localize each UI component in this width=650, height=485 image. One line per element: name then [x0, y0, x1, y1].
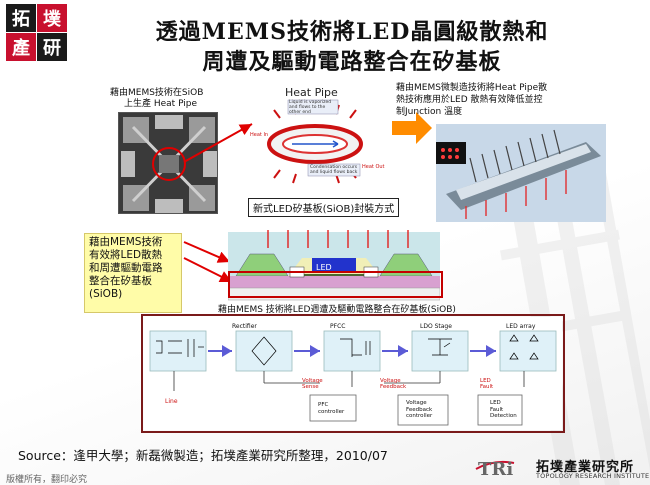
voltage-sense-line: Voltage	[302, 378, 323, 384]
chip-caption-line-1: 藉由MEMS技術在SiOB	[110, 88, 204, 98]
led-fault-detection-line: Detection	[490, 413, 517, 419]
voltage-feedback-controller-line: Voltage	[406, 400, 427, 406]
led-fault-detection-label: LED Fault Detection	[490, 400, 517, 420]
right-caption-line-3: 制Junction 溫度	[396, 107, 463, 117]
chip-micrograph	[118, 112, 218, 214]
led-fault-label: LED Fault	[480, 378, 493, 390]
page-title-line-1: 透過MEMS技術將LED晶圓級散熱和	[155, 19, 549, 45]
heat-in-label: Heat In	[250, 132, 269, 138]
pfc-controller-label: PFC controller	[318, 402, 344, 415]
driver-circuit-diagram	[144, 317, 562, 430]
led-fault-line: Fault	[480, 384, 494, 390]
stage-pfcc: PFCC	[330, 323, 346, 330]
heat-pipe-note-top: Liquid is vaporized and flows to the oth…	[289, 100, 331, 115]
integration-note-line: 藉由MEMS技術	[89, 236, 163, 248]
substrate-highlight	[228, 271, 443, 298]
line-label: Line	[165, 398, 178, 405]
page-title-line-2: 周遭及驅動電路整合在矽基板	[202, 49, 502, 75]
tri-mark: TRi	[478, 459, 514, 480]
integration-note-line: 有效將LED散熱	[89, 249, 163, 261]
heat-pipe-diagram	[267, 99, 363, 184]
arrow-note-to-crosssection	[183, 241, 231, 263]
led-fault-detection-line: Fault	[490, 406, 504, 413]
voltage-feedback-label: Voltage Feedback	[380, 378, 406, 390]
circuit-title: 藉由MEMS 技術將LED週遭及驅動電路整合在矽基板(SiOB)	[218, 305, 456, 315]
stage-ldo: LDO Stage	[420, 323, 452, 330]
heat-pipe-note-bottom-line: and liquid flows back	[310, 170, 358, 175]
voltage-feedback-controller-line: Feedback	[406, 406, 433, 413]
led-fault-line: LED	[480, 378, 491, 384]
voltage-sense-line: Sense	[302, 384, 319, 390]
tri-logo-icon	[475, 460, 515, 470]
heat-pipe-note-top-line: and flows to the	[289, 105, 326, 110]
copyright-note: 版權所有，翻印必究	[6, 475, 88, 485]
heat-pipe-note-bottom: Condensation occurs and liquid flows bac…	[310, 165, 357, 175]
logo-char-2: 墣	[37, 4, 67, 32]
institute-name: 拓墣產業研究所	[536, 460, 635, 475]
arrow-note-to-substrate	[183, 257, 233, 283]
voltage-sense-label: Voltage Sense	[302, 378, 323, 390]
integration-note-line: 整合在矽基板	[89, 275, 152, 287]
pfc-controller-line: PFC	[318, 402, 329, 408]
institute-english-name: TOPOLOGY RESEARCH INSTITUTE	[536, 472, 650, 480]
voltage-feedback-controller-line: controller	[406, 413, 433, 419]
logo: 拓 墣 產 研	[6, 4, 68, 62]
integration-note-line: (SiOB)	[89, 288, 123, 300]
stage-rectifier: Rectifier	[232, 323, 257, 330]
stage-led-array: LED array	[506, 323, 536, 330]
voltage-feedback-line: Voltage	[380, 378, 401, 384]
package-type-label: 新式LED矽基板(SiOB)封裝方式	[248, 198, 400, 217]
chip-caption: 藉由MEMS技術在SiOB 上生產 Heat Pipe	[110, 88, 203, 110]
led-fault-detection-line: LED	[490, 400, 501, 406]
integration-note: 藉由MEMS技術 有效將LED散熱 和周遭驅動電路 整合在矽基板 (SiOB)	[84, 233, 182, 313]
heat-pipe-note-top-line: other end	[289, 110, 311, 115]
right-caption-line-2: 熱技術應用於LED 散熱有效降低並控	[396, 95, 543, 105]
heat-pipe-title: Heat Pipe	[285, 86, 338, 99]
integration-note-line: 和周遭驅動電路	[89, 262, 163, 274]
right-caption-line-1: 藉由MEMS微製造技術將Heat Pipe散	[396, 83, 548, 93]
voltage-feedback-line: Feedback	[380, 384, 407, 390]
circuit-frame	[141, 314, 565, 433]
logo-char-1: 拓	[6, 4, 36, 32]
right-caption: 藉由MEMS微製造技術將Heat Pipe散 熱技術應用於LED 散熱有效降低並…	[396, 82, 547, 118]
arrow-chip-to-heatpipe	[183, 123, 253, 163]
led-label: LED	[316, 263, 332, 272]
source-note: Source：逢甲大學；新磊微製造；拓墣產業研究所整理，2010/07	[18, 448, 388, 463]
heat-out-label: Heat Out	[362, 164, 385, 170]
pfc-controller-line: controller	[318, 408, 345, 415]
heat-pipe-note-top-line: Liquid is vaporized	[289, 100, 332, 105]
chip-caption-line-2: 上生產 Heat Pipe	[124, 99, 198, 109]
led-heatpipe-assembly-figure	[436, 124, 606, 222]
voltage-feedback-controller-label: Voltage Feedback controller	[406, 400, 432, 420]
logo-char-3: 產	[6, 33, 36, 61]
heat-pipe-note-bottom-line: Condensation occurs	[310, 165, 358, 170]
orange-arrow-icon	[392, 112, 432, 144]
logo-char-4: 研	[37, 33, 67, 61]
